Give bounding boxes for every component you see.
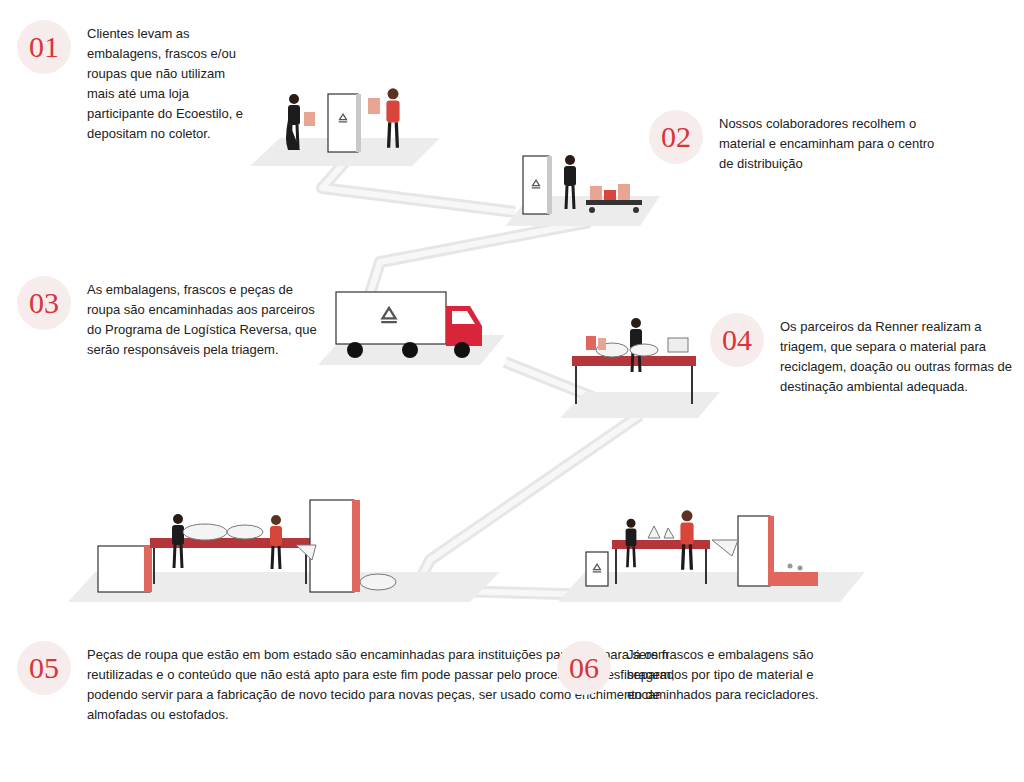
- step-1-scene: [286, 88, 400, 152]
- step-number: 02: [649, 110, 703, 164]
- step-block: 04 Os parceiros da Renner realizam a tria…: [710, 313, 1020, 397]
- step-2-scene: [523, 155, 642, 214]
- step-description: Os parceiros da Renner realizam a triage…: [780, 317, 1020, 397]
- step-description: Clientes levam as embalagens, frascos e/…: [87, 24, 247, 144]
- step-block: 06 Já os frascos e embalagens são separad…: [557, 641, 857, 705]
- step-number: 01: [17, 20, 71, 74]
- step-block: 02 Nossos colaboradores recolhem o materi…: [649, 110, 944, 174]
- truck: [336, 292, 482, 358]
- step-number: 05: [17, 641, 71, 695]
- step-block: 03 As embalagens, frascos e peças de roup…: [17, 276, 327, 360]
- platform: [68, 138, 865, 602]
- step-number: 04: [710, 313, 764, 367]
- step-description: Já os frascos e embalagens são separados…: [627, 645, 857, 705]
- step-description: As embalagens, frascos e peças de roupa …: [87, 280, 327, 360]
- step-block: 01 Clientes levam as embalagens, frascos …: [17, 20, 247, 144]
- step-number: 03: [17, 276, 71, 330]
- textile-scene: [98, 500, 396, 592]
- packaging-scene: [586, 510, 818, 586]
- path-track: [322, 162, 640, 595]
- sorting-table: [572, 318, 696, 404]
- step-description: Nossos colaboradores recolhem o material…: [719, 114, 944, 174]
- step-number: 06: [557, 641, 611, 695]
